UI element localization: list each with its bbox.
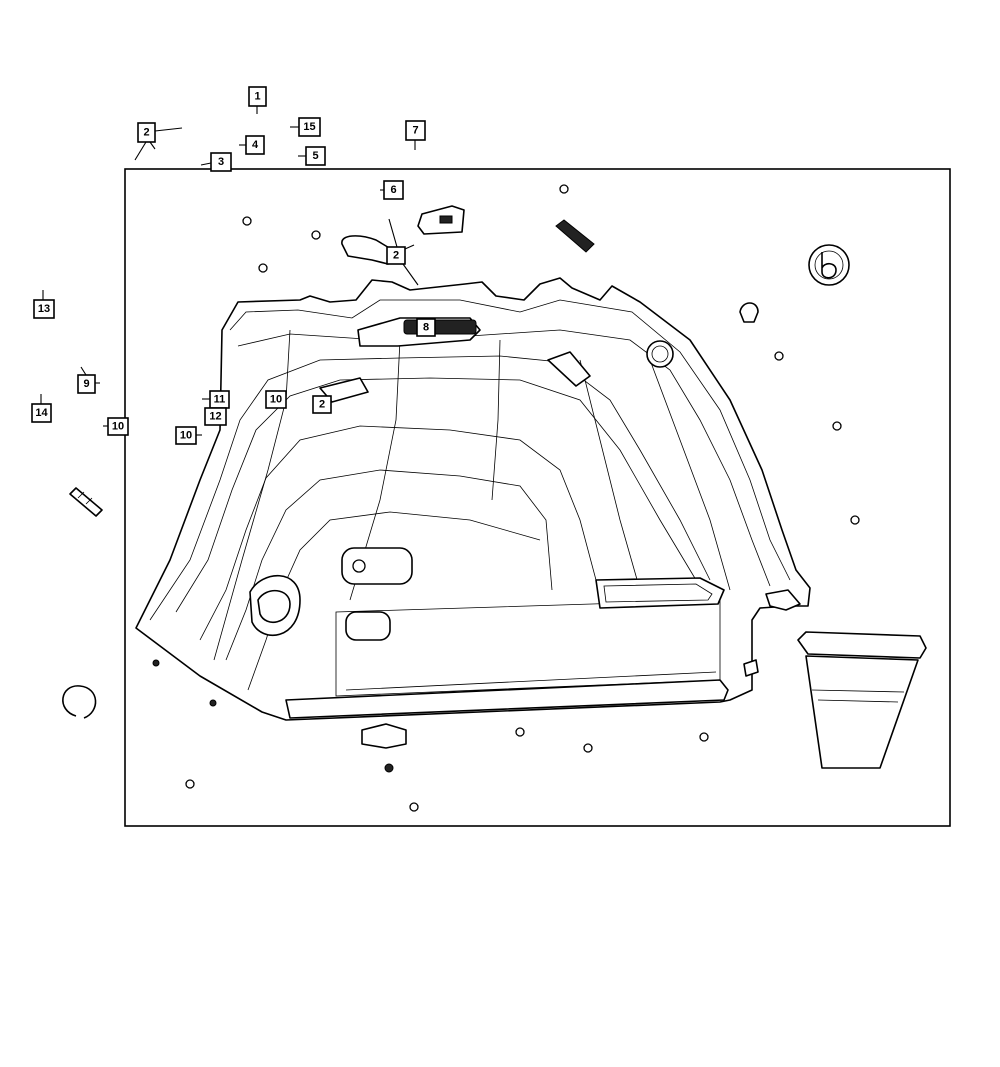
callout-9: 9 bbox=[77, 374, 96, 394]
callout-11: 11 bbox=[209, 390, 230, 409]
callout-15: 15 bbox=[298, 117, 321, 137]
callout-1: 1 bbox=[248, 86, 267, 107]
callout-4: 4 bbox=[245, 135, 265, 155]
small-parts bbox=[62, 205, 927, 769]
callout-2-top: 2 bbox=[137, 122, 156, 143]
callout-label: 4 bbox=[252, 139, 259, 151]
callout-13: 13 bbox=[33, 299, 55, 319]
callout-label: 11 bbox=[214, 394, 226, 406]
callout-label: 2 bbox=[319, 399, 325, 411]
callout-10-middle: 10 bbox=[175, 426, 197, 445]
callout-label: 2 bbox=[393, 250, 399, 262]
callout-10-left: 10 bbox=[107, 417, 129, 436]
callout-label: 5 bbox=[312, 150, 318, 162]
diagram-frame bbox=[124, 168, 951, 827]
callout-label: 9 bbox=[83, 378, 89, 390]
callout-label: 10 bbox=[270, 394, 282, 406]
callout-2-middle: 2 bbox=[386, 246, 406, 265]
callout-label: 13 bbox=[38, 303, 50, 315]
callouts: 1 2 3 4 15 5 7 6 bbox=[31, 86, 436, 445]
callout-8: 8 bbox=[416, 318, 436, 337]
callout-14: 14 bbox=[31, 403, 52, 423]
callout-5: 5 bbox=[305, 146, 326, 166]
callout-label: 3 bbox=[218, 156, 224, 168]
callout-label: 8 bbox=[423, 322, 429, 334]
fasteners bbox=[152, 184, 860, 812]
callout-2-lower: 2 bbox=[312, 395, 332, 414]
callout-label: 1 bbox=[254, 91, 260, 103]
callout-label: 6 bbox=[390, 184, 396, 196]
callout-label: 15 bbox=[303, 121, 315, 133]
callout-label: 10 bbox=[112, 421, 124, 433]
callout-10-right: 10 bbox=[265, 390, 287, 409]
callout-label: 14 bbox=[35, 407, 48, 419]
callout-label: 12 bbox=[209, 411, 221, 423]
callout-3: 3 bbox=[210, 152, 232, 172]
callout-6: 6 bbox=[383, 180, 404, 200]
callout-7: 7 bbox=[405, 120, 426, 141]
callout-label: 10 bbox=[180, 430, 192, 442]
callout-12: 12 bbox=[204, 407, 227, 426]
quarter-trim-panel bbox=[135, 277, 811, 721]
callout-label: 7 bbox=[412, 125, 418, 137]
callout-label: 2 bbox=[143, 127, 149, 139]
